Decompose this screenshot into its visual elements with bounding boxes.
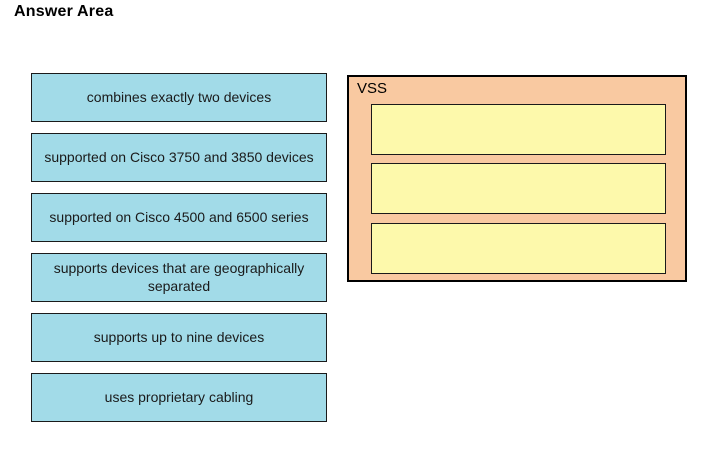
page-title: Answer Area (14, 3, 114, 20)
option-combines-exactly-two-devices[interactable]: combines exactly two devices (31, 73, 327, 122)
option-label: combines exactly two devices (86, 88, 272, 105)
option-proprietary-cabling[interactable]: uses proprietary cabling (31, 373, 327, 422)
option-label: supported on Cisco 3750 and 3850 devices (44, 148, 314, 165)
vss-target-container: VSS (347, 75, 687, 282)
vss-drop-slot-2[interactable] (371, 163, 666, 214)
option-geographically-separated[interactable]: supports devices that are geographically… (31, 253, 327, 302)
option-supported-on-4500-6500[interactable]: supported on Cisco 4500 and 6500 series (31, 193, 327, 242)
vss-drop-slot-1[interactable] (371, 104, 666, 155)
option-label: supports up to nine devices (93, 328, 265, 345)
option-label: supports devices that are geographically… (53, 260, 305, 294)
option-supported-on-3750-3850[interactable]: supported on Cisco 3750 and 3850 devices (31, 133, 327, 182)
option-label: uses proprietary cabling (104, 388, 254, 405)
vss-drop-slot-3[interactable] (371, 223, 666, 274)
option-up-to-nine-devices[interactable]: supports up to nine devices (31, 313, 327, 362)
vss-label: VSS (357, 80, 388, 97)
option-label: supported on Cisco 4500 and 6500 series (49, 208, 309, 225)
